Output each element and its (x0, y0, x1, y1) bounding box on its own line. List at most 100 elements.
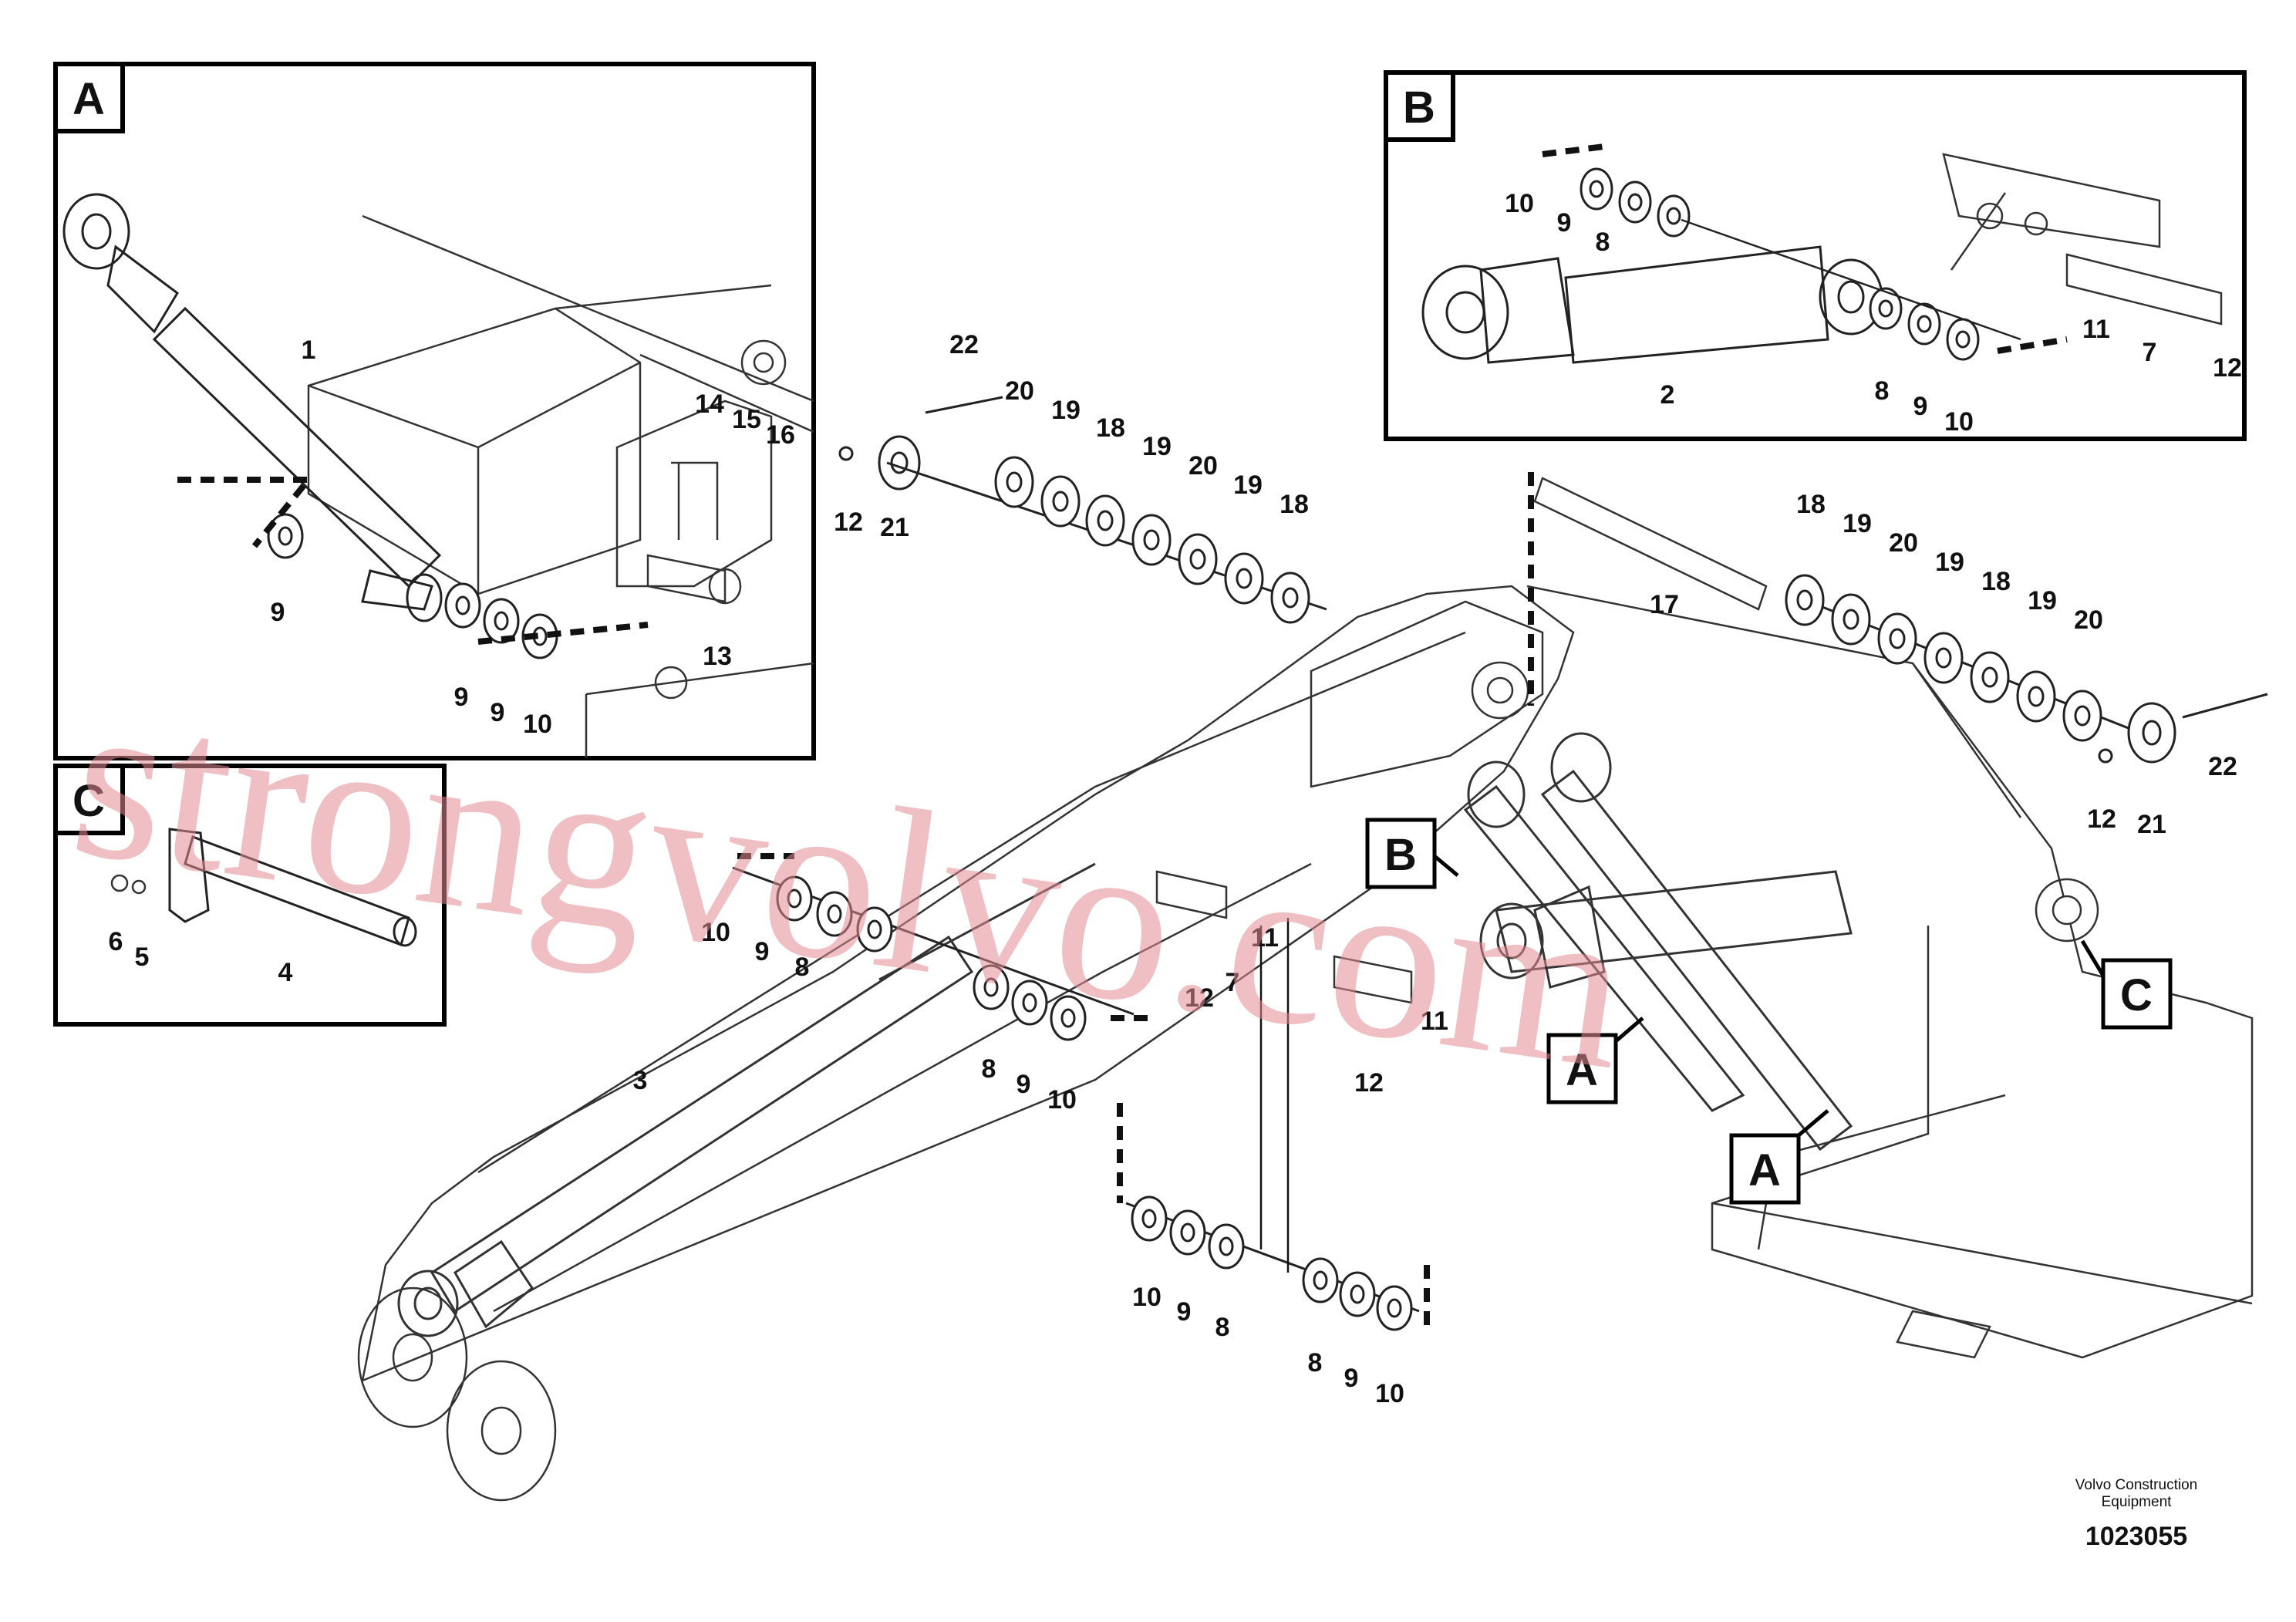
inset-letter: B (1403, 83, 1435, 133)
inset-a (53, 62, 816, 760)
callout-number: 20 (1005, 376, 1034, 406)
callout-number: 8 (982, 1054, 996, 1084)
dashed-leaders (737, 472, 1534, 1327)
callout-number: 18 (1796, 490, 1826, 519)
callout-number: 19 (1233, 470, 1263, 500)
washer-stack-boom (732, 866, 1135, 1041)
arm-cylinder-pair (1463, 732, 1853, 1152)
callout-number: 18 (1279, 490, 1309, 519)
callout-number: 9 (755, 937, 770, 966)
pin-13 (646, 554, 727, 603)
callout-number: 11 (1251, 923, 1279, 953)
callout-number: 10 (1505, 189, 1534, 218)
company-line-1: Volvo Construction (2075, 1477, 2198, 1493)
callout-number: 7 (2143, 338, 2157, 367)
callout-number: 10 (701, 918, 730, 947)
callout-number: 19 (2028, 586, 2057, 615)
callout-number: 8 (1875, 376, 1890, 406)
callout-number: 9 (454, 683, 469, 712)
callout-number: 11 (1421, 1007, 1448, 1036)
callout-number: 12 (2213, 353, 2242, 383)
washer-stack-bottom (1125, 1195, 1420, 1331)
location-marker-letter: B (1384, 830, 1417, 880)
marker-c (2101, 958, 2173, 1030)
callout-number: 19 (1843, 509, 1872, 538)
inset-b (1384, 70, 2247, 441)
callout-number: 12 (1185, 983, 1214, 1013)
callout-number: 9 (1913, 392, 1928, 421)
washer-stack-right (1785, 574, 2268, 764)
boom-cylinder (397, 862, 1096, 1337)
callout-number: 12 (834, 508, 863, 537)
cylinder-1 (62, 193, 443, 622)
title-block: Volvo Construction Equipment 1023055 (2036, 1477, 2237, 1552)
callout-number: 11 (2082, 315, 2110, 344)
callout-number: 9 (1017, 1070, 1031, 1099)
callout-number: 15 (732, 405, 761, 434)
callout-number: 21 (880, 513, 909, 542)
callout-number: 8 (1308, 1348, 1323, 1378)
boom-arm (361, 585, 1575, 1383)
marker-a-1 (1546, 1033, 1618, 1104)
callout-number: 18 (1981, 567, 2011, 596)
inset-letters: A B C (72, 74, 1435, 826)
callout-number: 4 (278, 958, 293, 987)
callout-number: 13 (703, 642, 732, 671)
location-markers (1365, 818, 2173, 1205)
callout-number: 2 (1660, 380, 1675, 410)
boom-eye-left (357, 1286, 468, 1428)
company-line-2: Equipment (2101, 1494, 2172, 1510)
arm-cylinder-main (1479, 870, 1853, 989)
callout-number: 20 (1188, 451, 1218, 481)
callout-number: 19 (1051, 396, 1081, 425)
callout-number: 9 (491, 698, 505, 727)
location-marker-letter: C (2120, 970, 2153, 1020)
callout-number: 8 (1215, 1313, 1230, 1342)
marker-letters: A A B C (1384, 830, 2153, 1195)
callout-number: 14 (695, 389, 724, 419)
inset-c (53, 764, 447, 1027)
callout-number: 16 (766, 420, 795, 450)
drawing-number: 1023055 (2085, 1522, 2188, 1551)
callout-number: 10 (1132, 1283, 1161, 1312)
callout-number: 19 (1142, 432, 1172, 461)
location-marker-letter: A (1566, 1045, 1598, 1095)
pin-7-lower (1333, 955, 1413, 1004)
callout-number: 22 (949, 330, 979, 359)
callout-number: 19 (1935, 548, 1964, 577)
callout-number: 17 (1650, 590, 1679, 619)
marker-b (1365, 818, 1437, 889)
callout-number: 8 (795, 953, 810, 982)
callout-number: 6 (109, 927, 123, 956)
inset-letter: C (72, 776, 105, 826)
watermark: strongvolvo.com (59, 647, 1641, 1118)
callout-number: 9 (1177, 1297, 1192, 1327)
pin-7-main (1155, 870, 1228, 919)
callout-number: 8 (1596, 228, 1610, 257)
callout-number: 9 (1557, 208, 1572, 238)
callout-number: 21 (2137, 810, 2166, 839)
callout-number: 7 (1226, 968, 1240, 997)
callout-number: 18 (1096, 413, 1125, 443)
callout-number: 10 (1375, 1379, 1404, 1408)
marker-a-2 (1729, 1133, 1801, 1205)
pin-7-inset (2065, 253, 2223, 325)
callout-number: 9 (271, 598, 285, 627)
callout-number: 12 (1354, 1068, 1384, 1098)
callout-number: 3 (633, 1066, 648, 1095)
pin-17 (1533, 477, 1768, 611)
boom-eye-right (446, 1360, 557, 1502)
callout-number: 20 (2074, 605, 2103, 635)
washer-stack-upper (838, 396, 1327, 624)
pin-4 (168, 828, 417, 947)
callout-number: 22 (2208, 752, 2237, 781)
callout-number: 10 (1047, 1085, 1077, 1114)
callout-number: 1 (302, 336, 316, 365)
callout-number: 10 (523, 710, 552, 739)
location-marker-letter: A (1748, 1145, 1781, 1195)
inset-letter: A (72, 74, 105, 124)
callout-number: 12 (2087, 804, 2116, 834)
